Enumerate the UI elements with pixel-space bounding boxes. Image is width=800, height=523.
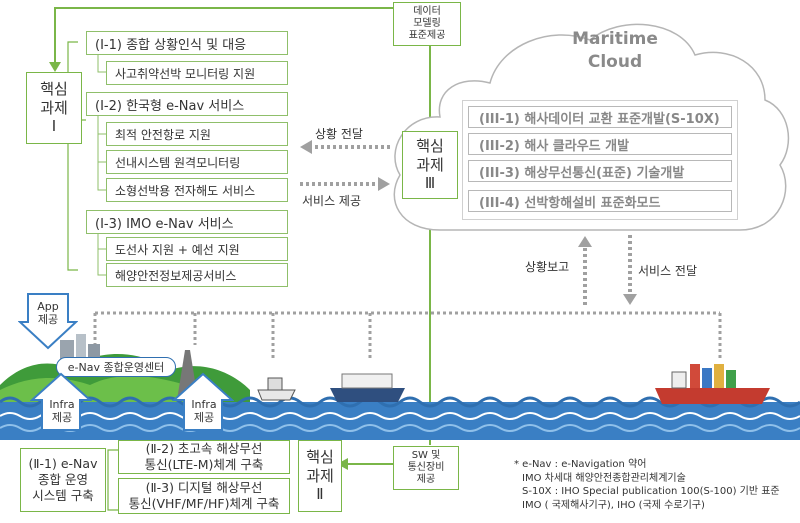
core-sub: 과제 (306, 466, 334, 485)
situation-report-label: 상황보고 (525, 260, 570, 274)
core-sub: 과제 (40, 98, 68, 117)
core-num: Ⅲ (424, 174, 436, 193)
note-line: S-10X : IHO Special publication 100(S-10… (522, 486, 780, 497)
tag-line: 표준제공 (408, 30, 446, 41)
cloud-title-line2: Cloud (587, 51, 643, 72)
box-line: (Ⅱ-3) 디지털 해상무선 (145, 480, 263, 496)
group1-item-3-2: 해양안전정보제공서비스 (106, 263, 288, 287)
core-sub: 과제 (416, 155, 444, 174)
core-title: 핵심 (306, 447, 334, 466)
service-transfer-label: 서비스 전달 (638, 264, 698, 278)
sw-equipment-tag: SW 및 통신장비 제공 (393, 446, 459, 490)
tag-line: SW 및 (411, 450, 441, 461)
group1-header-3: (Ⅰ-3) IMO e-Nav 서비스 (86, 210, 288, 234)
core-num: Ⅱ (316, 485, 324, 504)
cloud-item-2: (III-2) 해사 클라우드 개발 (468, 133, 732, 155)
core-num: Ⅰ (51, 117, 57, 136)
tag-line: 모델링 (413, 18, 441, 29)
core-task-3: 핵심 과제 Ⅲ (402, 131, 458, 199)
group1-header-2: (Ⅰ-2) 한국형 e-Nav 서비스 (86, 92, 288, 116)
core-title: 핵심 (40, 79, 68, 98)
enav-center-label: e-Nav 종합운영센터 (56, 357, 176, 377)
cloud-item-3: (III-3) 해상무선통신(표준) 기술개발 (468, 160, 732, 182)
group1-item-1-1: 사고취약선박 모니터링 지원 (106, 61, 288, 85)
core-task-1: 핵심 과제 Ⅰ (26, 72, 82, 144)
tag-line: 제공 (416, 474, 436, 485)
box-line: 종합 운영 (38, 471, 88, 487)
infra-right-arrow (172, 372, 234, 431)
note-line: IMO 차세대 해양안전종합관리체계기술 (522, 472, 686, 484)
box-line: 시스템 구축 (32, 488, 94, 504)
note-line: * e-Nav : e-Navigation 약어 (514, 459, 647, 470)
tag-line: 통신장비 (407, 462, 445, 473)
sea-scene (0, 334, 800, 440)
note-line: IMO ( 국제해사기구), IHO (국제 수로기구) (522, 499, 705, 511)
group1-item-3-1: 도선사 지원 + 예선 지원 (106, 237, 288, 261)
footnote: * e-Nav : e-Navigation 약어 IMO 차세대 해양안전종합… (514, 458, 780, 512)
app-line: App (37, 300, 59, 313)
core-title: 핵심 (416, 136, 444, 155)
bottom-box-ii-3: (Ⅱ-3) 디지털 해상무선 통신(VHF/MF/HF)체계 구축 (118, 478, 290, 514)
cloud-item-1: (III-1) 해사데이터 교환 표준개발(S-10X) (468, 106, 732, 128)
group1-header-1: (Ⅰ-1) 종합 상황인식 및 대응 (86, 31, 288, 55)
infra-line: 제공 (51, 411, 73, 425)
cloud-title-line1: Maritime (572, 29, 658, 49)
cloud-title: Maritime Cloud (560, 28, 670, 74)
box-line: 통신(LTE-M)체계 구축 (144, 457, 264, 472)
bottom-box-ii-1: (Ⅱ-1) e-Nav 종합 운영 시스템 구축 (20, 448, 106, 512)
data-modeling-tag: 데이터 모델링 표준제공 (393, 2, 461, 46)
group1-item-2-2: 선내시스템 원격모니터링 (106, 150, 288, 174)
infra-right-label: Infra 제공 (184, 398, 224, 424)
service-provide-label: 서비스 제공 (302, 194, 362, 208)
app-provide-arrow (18, 293, 78, 350)
situation-transfer-label: 상황 전달 (315, 127, 363, 141)
core-task-2: 핵심 과제 Ⅱ (298, 440, 342, 512)
tag-line: 데이터 (413, 6, 441, 17)
group1-item-2-3: 소형선박용 전자해도 서비스 (106, 178, 288, 202)
box-line: 통신(VHF/MF/HF)체계 구축 (128, 496, 280, 511)
group1-item-2-1: 최적 안전항로 지원 (106, 122, 288, 146)
box-line: (Ⅱ-1) e-Nav (28, 455, 98, 471)
infra-line: Infra (49, 398, 75, 411)
infra-left-arrow (30, 372, 92, 431)
box-line: (Ⅱ-2) 초고속 해상무선 (145, 441, 263, 457)
infra-line: Infra (191, 398, 217, 411)
cloud-item-4: (III-4) 선박항해설비 표준화모드 (468, 190, 732, 212)
infra-line: 제공 (193, 411, 215, 425)
app-provide-label: App 제공 (28, 300, 68, 326)
bottom-box-ii-2: (Ⅱ-2) 초고속 해상무선 통신(LTE-M)체계 구축 (118, 440, 290, 474)
infra-left-label: Infra 제공 (42, 398, 82, 424)
app-line: 제공 (37, 313, 59, 327)
